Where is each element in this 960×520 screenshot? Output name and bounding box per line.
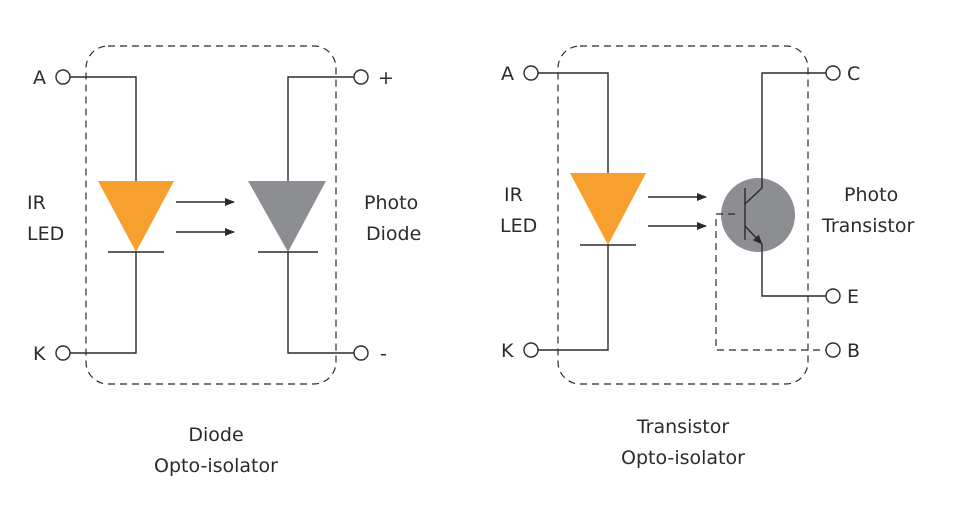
- label-photo-diode-line2: Diode: [366, 223, 421, 245]
- ir-led-symbol-right: [570, 173, 646, 245]
- emitter-wire: [761, 244, 826, 297]
- transistor-opto-isolator: A K C E B IR LED Photo Transistor Transi…: [500, 45, 914, 469]
- label-anode-right: A: [501, 63, 514, 85]
- transistor-emitter-diagonal: [744, 225, 763, 245]
- photodiode-symbol: [248, 181, 326, 252]
- terminal-minus: [353, 345, 369, 361]
- led-cathode-wire-right: [538, 245, 609, 351]
- base-dashed-wire: [715, 213, 826, 351]
- label-photo-transistor-line1: Photo: [844, 184, 898, 206]
- transistor-isolator-package-outline: [557, 45, 809, 385]
- caption-transistor-line2: Opto-isolator: [621, 447, 745, 469]
- label-cathode-right: K: [501, 340, 514, 362]
- label-anode-left: A: [33, 67, 46, 89]
- photodiode-plus-wire: [287, 76, 354, 181]
- led-anode-wire-right: [538, 72, 609, 173]
- terminal-a-left: [55, 69, 71, 85]
- label-ir-left: IR: [27, 192, 46, 214]
- terminal-c: [825, 65, 841, 81]
- transistor-collector-diagonal: [744, 187, 763, 205]
- label-base: B: [847, 340, 860, 362]
- diode-opto-isolator: A K + - IR LED Photo Diode Diode Opto-is…: [27, 45, 421, 477]
- terminal-b: [825, 342, 841, 358]
- ir-led-symbol: [98, 181, 174, 252]
- label-led-left: LED: [27, 223, 64, 245]
- terminal-k-left: [55, 345, 71, 361]
- label-photo-diode-line1: Photo: [364, 192, 418, 214]
- led-anode-wire: [70, 76, 137, 181]
- led-cathode-wire: [70, 252, 137, 354]
- photodiode-minus-wire: [287, 252, 354, 354]
- label-ir-right: IR: [504, 184, 523, 206]
- terminal-plus: [353, 69, 369, 85]
- label-minus: -: [380, 343, 387, 365]
- label-led-right: LED: [500, 215, 537, 237]
- diode-isolator-package-outline: [85, 45, 337, 385]
- label-photo-transistor-line2: Transistor: [821, 215, 914, 237]
- caption-diode-line1: Diode: [188, 424, 243, 446]
- terminal-a-right: [523, 65, 539, 81]
- label-emitter: E: [847, 286, 859, 308]
- terminal-e: [825, 288, 841, 304]
- terminal-k-right: [523, 342, 539, 358]
- label-cathode-left: K: [33, 343, 46, 365]
- collector-wire: [761, 72, 826, 188]
- label-collector: C: [847, 63, 860, 85]
- label-plus: +: [378, 67, 394, 89]
- caption-diode-line2: Opto-isolator: [154, 455, 278, 477]
- phototransistor-body: [721, 178, 795, 252]
- caption-transistor-line1: Transistor: [636, 416, 729, 438]
